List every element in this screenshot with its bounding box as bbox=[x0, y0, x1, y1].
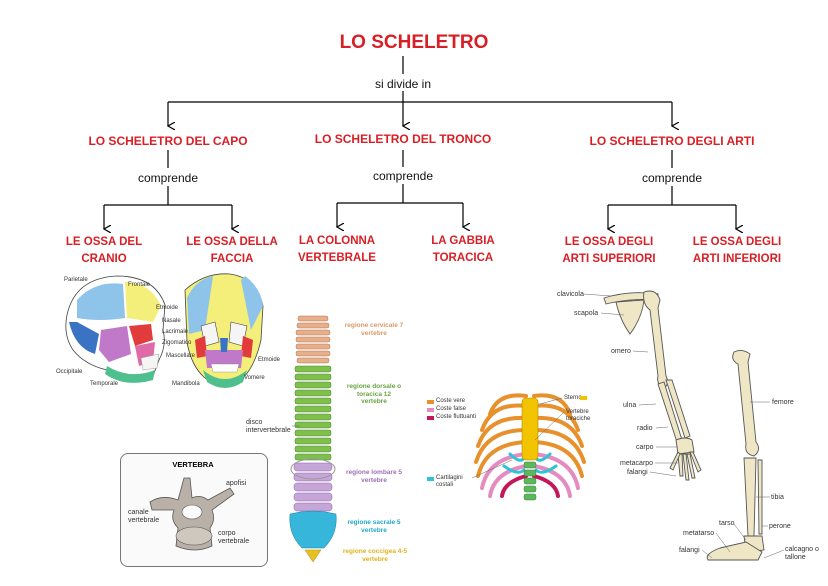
leaf-gabbia: LA GABBIA TORACICA bbox=[431, 235, 495, 264]
branch-limbs-connector: comprende bbox=[641, 171, 703, 185]
leaf-faccia: LE OSSA DELLA FACCIA bbox=[186, 236, 278, 265]
legend-swatch-coste-false bbox=[427, 408, 434, 412]
skull-label-frontale: Frontale bbox=[128, 282, 151, 288]
arm-label-omero: omero bbox=[611, 348, 631, 355]
legend-swatch-sterno bbox=[580, 396, 587, 400]
spine-lumbar-label: regione lombare 5 vertebre bbox=[346, 469, 402, 484]
ribcage-illustration bbox=[474, 393, 586, 501]
skull-label-parietale: Parietale bbox=[64, 277, 88, 283]
arm-label-ulna: ulna bbox=[623, 402, 637, 409]
arm-label-scapola: scapola bbox=[574, 310, 599, 317]
skull-label-lacrimale: Lacrimale bbox=[162, 329, 189, 335]
leg-label-femore: femore bbox=[772, 399, 794, 406]
arm-label-metacarpo: metacarpo bbox=[620, 460, 654, 467]
arm-label-radio: radio bbox=[637, 425, 653, 432]
skull-label-zigomatico: Zigomatico bbox=[162, 340, 192, 346]
leaf-cranio: LE OSSA DEL CRANIO bbox=[65, 236, 143, 265]
spine-disc-label: disco intervertebrale bbox=[246, 419, 291, 434]
skull-illustration bbox=[65, 273, 264, 388]
branch-trunk-connector: comprende bbox=[372, 169, 434, 183]
ribcage-label-vertebre: Vertebre toraciche bbox=[566, 409, 591, 422]
leg-label-calcagno: calcagno o tallone bbox=[785, 546, 819, 561]
vertebra-illustration bbox=[149, 477, 235, 551]
spine-thoracic-label: regione dorsale o toracica 12 vertebre bbox=[346, 383, 402, 405]
diagram-title: LO SCHELETRO bbox=[339, 32, 489, 53]
skull-label-occipitale: Occipitale bbox=[56, 369, 83, 375]
leg-label-tarso: tarso bbox=[719, 520, 735, 527]
leaf-arti-inferiori: LE OSSA DEGLI ARTI INFERIORI bbox=[692, 236, 782, 265]
branch-head-title: LO SCHELETRO DEL CAPO bbox=[88, 134, 248, 148]
ribcage-label-sterno: Sterno bbox=[564, 395, 582, 401]
branch-trunk-title: LO SCHELETRO DEL TRONCO bbox=[314, 132, 492, 146]
skull-label-temporale: Temporale bbox=[90, 381, 119, 387]
arm-label-carpo: carpo bbox=[636, 444, 654, 451]
skull-label-mascellare: Mascellare bbox=[166, 353, 196, 359]
ribcage-label-cartilagini: Cartilagini costali bbox=[436, 475, 463, 488]
leg-label-tibia: tibia bbox=[771, 494, 784, 501]
skull-label-nasale: Nasale bbox=[162, 318, 181, 324]
arm-label-falangi: falangi bbox=[627, 469, 648, 476]
leaf-colonna: LA COLONNA VERTEBRALE bbox=[298, 235, 376, 264]
legend-coste-false: Coste false bbox=[436, 406, 467, 412]
spine-illustration bbox=[289, 315, 337, 563]
legend-swatch-coste-fluttuanti bbox=[427, 416, 434, 420]
leg-illustration bbox=[706, 349, 765, 561]
leg-label-metatarso: metatarso bbox=[683, 530, 715, 537]
legend-coste-fluttuanti: Coste fluttuanti bbox=[436, 414, 477, 420]
arm-label-clavicola: clavicola bbox=[557, 291, 584, 298]
vertebra-label-corpo: corpo vertebrale bbox=[218, 530, 250, 545]
legend-swatch-coste-vere bbox=[427, 400, 434, 404]
root-connector: si divide in bbox=[374, 77, 432, 91]
legend-coste-vere: Coste vere bbox=[436, 398, 466, 404]
legend-swatch-cartilagini bbox=[427, 477, 434, 481]
skull-label-vomere: Vomere bbox=[244, 375, 265, 381]
skull-label-mandibola: Mandibola bbox=[172, 381, 200, 387]
branch-limbs-title: LO SCHELETRO DEGLI ARTI bbox=[589, 134, 755, 148]
spine-coccyx-label: regione coccigea 4-5 vertebre bbox=[342, 548, 408, 563]
vertebra-label-canale: canale vertebrale bbox=[128, 509, 160, 524]
spine-cervical-label: regione cervicale 7 vertebre bbox=[344, 322, 404, 337]
leg-label-perone: perone bbox=[769, 523, 791, 530]
leg-label-falangi: falangi bbox=[679, 547, 700, 554]
skull-label-etmoide: Etmoide bbox=[156, 305, 179, 311]
branch-head-connector: comprende bbox=[137, 171, 199, 185]
vertebra-title: VERTEBRA bbox=[172, 460, 214, 469]
vertebra-label-apofisi: apofisi bbox=[226, 480, 247, 487]
leaf-arti-superiori: LE OSSA DEGLI ARTI SUPERIORI bbox=[562, 236, 656, 265]
arm-illustration bbox=[603, 290, 702, 481]
skull-label-etmoide-2: Etmoide bbox=[258, 357, 281, 363]
spine-sacral-label: regione sacrale 5 vertebre bbox=[347, 519, 401, 534]
